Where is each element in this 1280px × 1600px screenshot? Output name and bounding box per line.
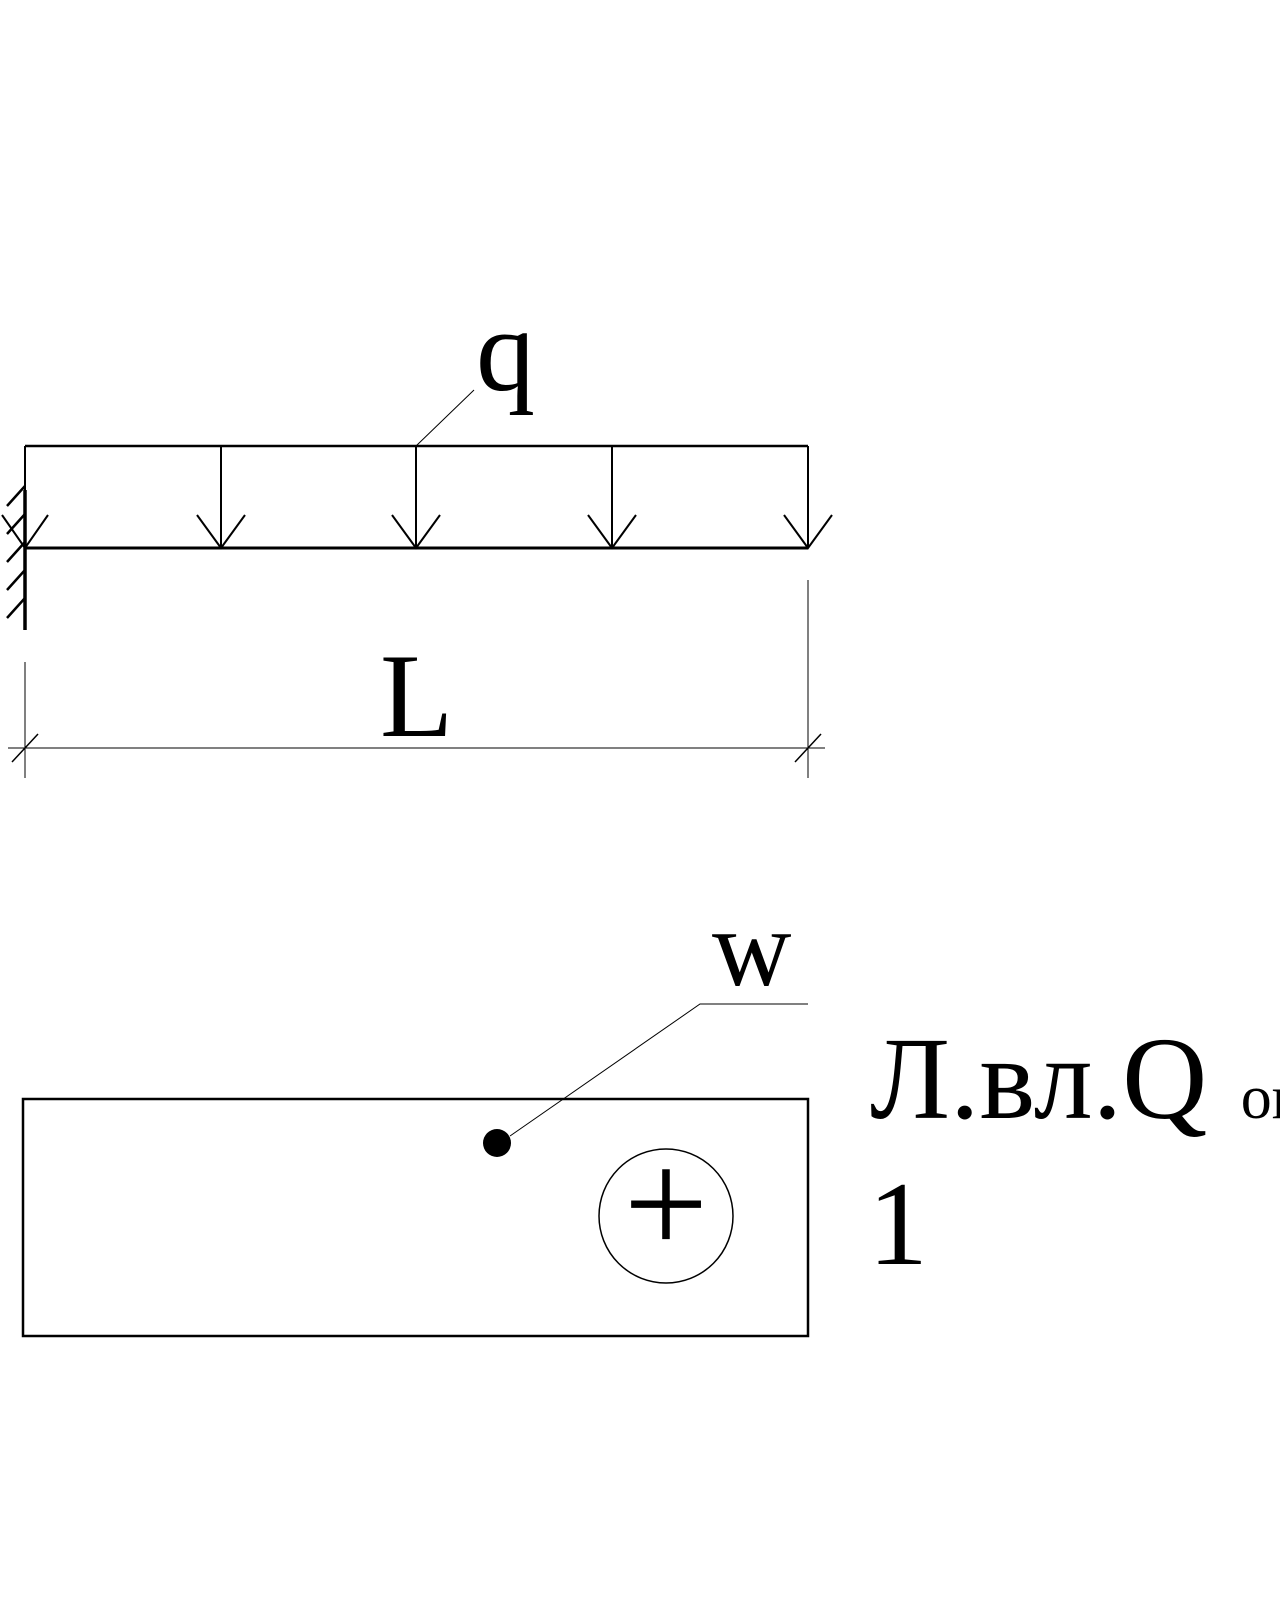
ordinate-value: 1	[868, 1157, 928, 1290]
influence-line-title: Л.вл.Q оп	[870, 1013, 1280, 1144]
load-arrow	[1, 446, 49, 550]
point-leader-line	[509, 1003, 808, 1137]
load-label: q	[476, 285, 535, 416]
sign-symbol: +	[624, 1121, 709, 1287]
load-arrow	[391, 446, 441, 550]
fixed-support	[6, 485, 27, 630]
influence-line-main-text: Л.вл.Q	[870, 1013, 1207, 1144]
load-arrow	[196, 446, 246, 550]
load-arrows	[1, 446, 833, 550]
load-leader-line	[415, 389, 475, 447]
span-label: L	[380, 629, 453, 762]
point-label: w	[712, 887, 791, 1009]
span-dimension	[8, 580, 825, 778]
point-dot	[483, 1129, 511, 1157]
load-arrow	[783, 446, 833, 550]
cantilever-scheme	[1, 389, 833, 778]
influence-line-subscript: оп	[1241, 1064, 1280, 1132]
influence-line-diagram	[21, 1003, 810, 1338]
sign-circle	[598, 1148, 734, 1284]
load-arrow	[587, 446, 637, 550]
influence-line-rectangle	[21, 1097, 810, 1338]
